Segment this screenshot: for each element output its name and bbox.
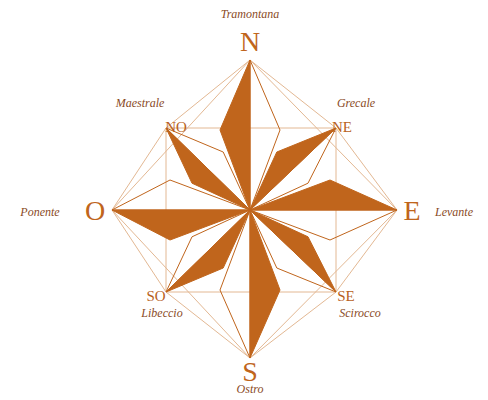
- point-fill: [166, 210, 250, 292]
- wind-name: Scirocco: [339, 307, 381, 319]
- direction-label: SO: [146, 289, 165, 304]
- wind-name: Levante: [435, 206, 473, 218]
- point-fill: [250, 128, 336, 210]
- wind-name: Maestrale: [116, 97, 165, 109]
- rose-diamond: [112, 60, 397, 358]
- point-fill: [250, 210, 336, 292]
- wind-name: Ponente: [20, 206, 59, 218]
- direction-label: NE: [332, 120, 352, 135]
- point-fill: [166, 128, 250, 210]
- cardinal-letter: O: [85, 197, 105, 225]
- cardinal-letter: E: [403, 197, 420, 225]
- wind-name: Grecale: [337, 97, 375, 109]
- wind-name: Tramontana: [221, 8, 280, 20]
- wind-name: Libeccio: [141, 307, 182, 319]
- wind-name: Ostro: [237, 383, 264, 395]
- direction-label: SE: [337, 289, 355, 304]
- direction-label: NO: [165, 120, 187, 135]
- cardinal-letter: N: [240, 28, 260, 56]
- rose-octagon: [112, 60, 397, 358]
- cardinal-letter: S: [242, 358, 258, 386]
